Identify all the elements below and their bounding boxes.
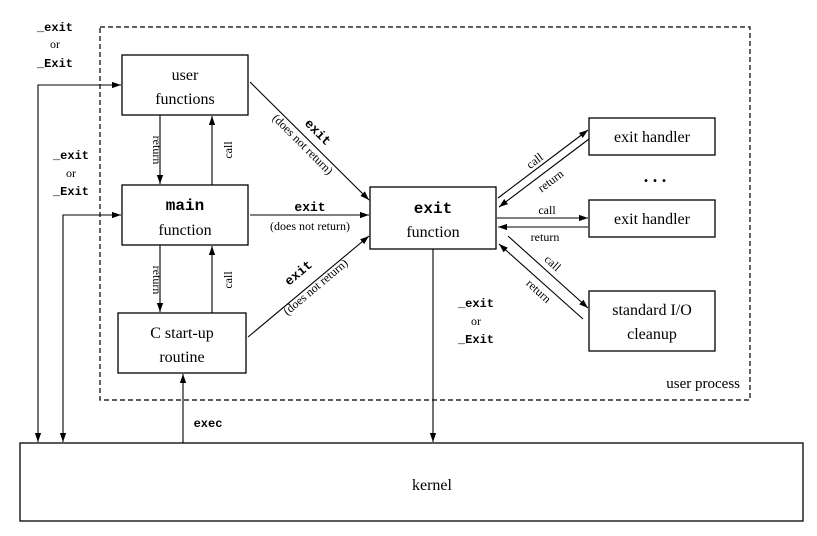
exit-handler-1-label: exit handler <box>614 129 691 146</box>
call-exit-handler-1-arrow <box>497 129 589 199</box>
exit-alt-top-line3: _Exit <box>36 57 73 71</box>
main-function-line1: main <box>166 197 204 215</box>
exit-function-line1: exit <box>414 200 452 218</box>
exit-alt-bottom: _exit or _Exit <box>457 297 494 347</box>
user-functions-line1: user <box>172 67 199 84</box>
exit-handler-box-2: exit handler <box>588 199 716 238</box>
user-functions-line2: functions <box>155 91 215 108</box>
kernel-box: kernel <box>19 442 804 522</box>
call-stdio-cleanup-arrow <box>507 235 589 309</box>
return-stdio-cleanup-arrow <box>498 243 584 320</box>
exit-alt-bottom-line3: _Exit <box>457 333 494 347</box>
stdio-cleanup-line2: cleanup <box>627 326 677 343</box>
exit-alt-mid-line1: _exit <box>52 149 89 163</box>
stdio-cleanup-line1: standard I/O <box>612 302 692 319</box>
call-main-user-label: call <box>221 141 235 159</box>
exit-alt-top-line1: _exit <box>36 21 73 35</box>
call-h1-label: call <box>523 150 546 172</box>
startup-routine-line1: C start-up <box>150 325 214 342</box>
exit-main-label: exit <box>294 200 325 215</box>
return-user-main-label: return <box>150 136 164 165</box>
exit-user-to-exit-arrow <box>249 81 370 201</box>
exit-user-to-kernel-arrow <box>34 81 121 442</box>
return-h2-label: return <box>531 230 560 244</box>
exit-alt-mid: _exit or _Exit <box>52 149 89 199</box>
exit-alt-mid-line2: or <box>66 166 76 180</box>
call-io-label: call <box>542 252 565 274</box>
user-functions-box: user functions <box>121 54 249 116</box>
startup-routine-line2: routine <box>159 349 204 366</box>
exit-function-line2: function <box>406 224 459 241</box>
exit-alt-bottom-line1: _exit <box>457 297 494 311</box>
exit-alt-bottom-line2: or <box>471 314 481 328</box>
call-startup-main-label: call <box>221 271 235 289</box>
exit-function-box: exit function <box>369 186 497 250</box>
exit-alt-top-line2: or <box>50 37 60 51</box>
startup-routine-box: C start-up routine <box>117 312 247 374</box>
user-process-label: user process <box>666 376 740 392</box>
exit-alt-top: _exit or _Exit <box>36 21 73 71</box>
return-main-startup-label: return <box>150 266 164 295</box>
return-h1-label: return <box>535 167 566 195</box>
stdio-cleanup-box: standard I/O cleanup <box>588 290 716 352</box>
return-exit-handler-1-arrow <box>498 138 590 208</box>
exit-startup-to-exit-arrow <box>247 235 370 338</box>
main-function-box: main function <box>121 184 249 246</box>
call-h2-label: call <box>538 203 556 217</box>
exit-alt-mid-line3: _Exit <box>52 185 89 199</box>
exit-handler-box-1: exit handler <box>588 117 716 156</box>
main-function-line2: function <box>158 222 211 239</box>
exec-label: exec <box>194 417 223 431</box>
not-return-main-label: (does not return) <box>270 219 350 233</box>
kernel-label: kernel <box>412 477 453 494</box>
ellipsis: . . . <box>644 166 667 186</box>
exit-main-to-kernel-arrow <box>59 211 121 442</box>
return-io-label: return <box>523 276 554 306</box>
exit-handler-2-label: exit handler <box>614 211 691 228</box>
